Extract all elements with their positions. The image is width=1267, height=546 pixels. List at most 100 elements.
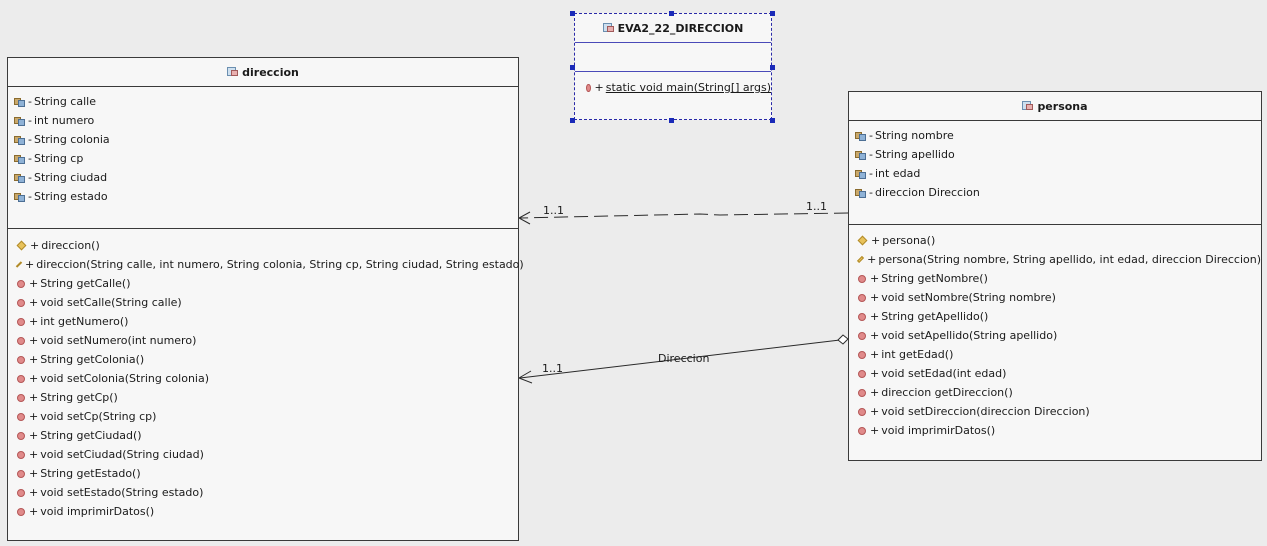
method-signature: void setDireccion(direccion Direccion): [881, 405, 1090, 418]
method-signature: void setEstado(String estado): [40, 486, 204, 499]
method-row[interactable]: +void setCalle(String calle): [14, 293, 518, 312]
method-row[interactable]: +direccion getDireccion(): [855, 383, 1261, 402]
visibility-marker: +: [29, 467, 39, 480]
method-signature: int getNumero(): [40, 315, 129, 328]
field-icon: [14, 192, 25, 202]
field-row[interactable]: -String apellido: [855, 145, 1261, 164]
visibility-marker: -: [28, 190, 32, 203]
resize-handle-top-right[interactable]: [770, 11, 775, 16]
field-icon: [14, 116, 25, 126]
method-icon: [17, 355, 25, 364]
method-row[interactable]: +static void main(String[] args): [583, 78, 771, 97]
method-signature: String getNombre(): [881, 272, 988, 285]
class-eva2-22-direccion[interactable]: EVA2_22_DIRECCION +static void main(Stri…: [574, 13, 772, 120]
method-row[interactable]: +String getNombre(): [855, 269, 1261, 288]
method-row[interactable]: +void setEdad(int edad): [855, 364, 1261, 383]
method-signature: persona(String nombre, String apellido, …: [878, 253, 1261, 266]
field-icon: [14, 154, 25, 164]
class-main-methods: +static void main(String[] args): [575, 72, 771, 97]
method-row[interactable]: +void setNumero(int numero): [14, 331, 518, 350]
field-icon: [855, 150, 866, 160]
method-row[interactable]: +direccion(): [14, 236, 518, 255]
class-persona-fields: -String nombre-String apellido-int edad-…: [849, 121, 1261, 225]
method-icon: [17, 317, 25, 326]
field-signature: int edad: [874, 167, 921, 180]
class-direccion[interactable]: direccion -String calle-int numero-Strin…: [7, 57, 524, 541]
resize-handle-right[interactable]: [770, 65, 775, 70]
method-row[interactable]: +void setDireccion(direccion Direccion): [855, 402, 1261, 421]
method-icon: [17, 298, 25, 307]
class-direccion-header: direccion: [8, 58, 518, 87]
method-row[interactable]: +String getEstado(): [14, 464, 518, 483]
visibility-marker: +: [870, 310, 880, 323]
method-icon: [17, 336, 25, 345]
method-icon: [17, 488, 25, 497]
method-row[interactable]: +void setEstado(String estado): [14, 483, 518, 502]
method-row[interactable]: +void setCiudad(String ciudad): [14, 445, 518, 464]
method-icon: [858, 350, 866, 359]
method-signature: void setColonia(String colonia): [40, 372, 210, 385]
resize-handle-top[interactable]: [669, 11, 674, 16]
field-row[interactable]: -String colonia: [14, 130, 518, 149]
method-row[interactable]: +int getNumero(): [14, 312, 518, 331]
class-persona-header: persona: [849, 92, 1261, 121]
constructor-icon: [857, 235, 868, 246]
method-row[interactable]: +int getEdad(): [855, 345, 1261, 364]
method-icon: [586, 83, 591, 92]
method-row[interactable]: +String getCiudad(): [14, 426, 518, 445]
resize-handle-bottom[interactable]: [669, 118, 674, 123]
resize-handle-bottom-right[interactable]: [770, 118, 775, 123]
visibility-marker: +: [29, 410, 39, 423]
resize-handle-top-left[interactable]: [570, 11, 575, 16]
method-signature: void setCiudad(String ciudad): [40, 448, 204, 461]
field-row[interactable]: -String calle: [14, 92, 518, 111]
method-row[interactable]: +void setApellido(String apellido): [855, 326, 1261, 345]
method-row[interactable]: +persona(String nombre, String apellido,…: [855, 250, 1261, 269]
field-signature: String apellido: [874, 148, 955, 161]
method-row[interactable]: +void imprimirDatos(): [855, 421, 1261, 440]
visibility-marker: -: [28, 171, 32, 184]
field-row[interactable]: -String cp: [14, 149, 518, 168]
class-main-header: EVA2_22_DIRECCION: [575, 14, 771, 43]
resize-handle-left[interactable]: [570, 65, 575, 70]
method-icon: [858, 293, 866, 302]
method-icon: [858, 312, 866, 321]
class-persona[interactable]: persona -String nombre-String apellido-i…: [848, 91, 1262, 461]
method-icon: [858, 274, 866, 283]
dependency-line[interactable]: [519, 212, 849, 219]
field-icon: [855, 169, 866, 179]
method-row[interactable]: +void imprimirDatos(): [14, 502, 518, 521]
visibility-marker: +: [870, 291, 880, 304]
aggregation-line[interactable]: [519, 339, 841, 379]
method-signature: void imprimirDatos(): [40, 505, 155, 518]
field-row[interactable]: -String estado: [14, 187, 518, 206]
method-icon: [17, 469, 25, 478]
field-row[interactable]: -String nombre: [855, 126, 1261, 145]
class-persona-methods: +persona()+persona(String nombre, String…: [849, 225, 1261, 440]
constructor-icon: [856, 255, 865, 264]
field-row[interactable]: -int edad: [855, 164, 1261, 183]
visibility-marker: +: [29, 353, 39, 366]
method-signature: static void main(String[] args): [605, 81, 771, 94]
method-row[interactable]: +String getApellido(): [855, 307, 1261, 326]
field-row[interactable]: -int numero: [14, 111, 518, 130]
method-row[interactable]: +void setCp(String cp): [14, 407, 518, 426]
method-row[interactable]: +String getColonia(): [14, 350, 518, 369]
method-row[interactable]: +void setColonia(String colonia): [14, 369, 518, 388]
method-row[interactable]: +String getCalle(): [14, 274, 518, 293]
method-signature: void setNumero(int numero): [40, 334, 197, 347]
field-signature: String calle: [33, 95, 96, 108]
field-row[interactable]: -direccion Direccion: [855, 183, 1261, 202]
visibility-marker: +: [29, 505, 39, 518]
method-row[interactable]: +void setNombre(String nombre): [855, 288, 1261, 307]
method-icon: [858, 369, 866, 378]
visibility-marker: +: [29, 486, 39, 499]
resize-handle-bottom-left[interactable]: [570, 118, 575, 123]
method-row[interactable]: +direccion(String calle, int numero, Str…: [14, 255, 524, 274]
field-row[interactable]: -String ciudad: [14, 168, 518, 187]
method-icon: [858, 388, 866, 397]
field-icon: [855, 188, 866, 198]
method-row[interactable]: +persona(): [855, 231, 1261, 250]
method-row[interactable]: +String getCp(): [14, 388, 518, 407]
